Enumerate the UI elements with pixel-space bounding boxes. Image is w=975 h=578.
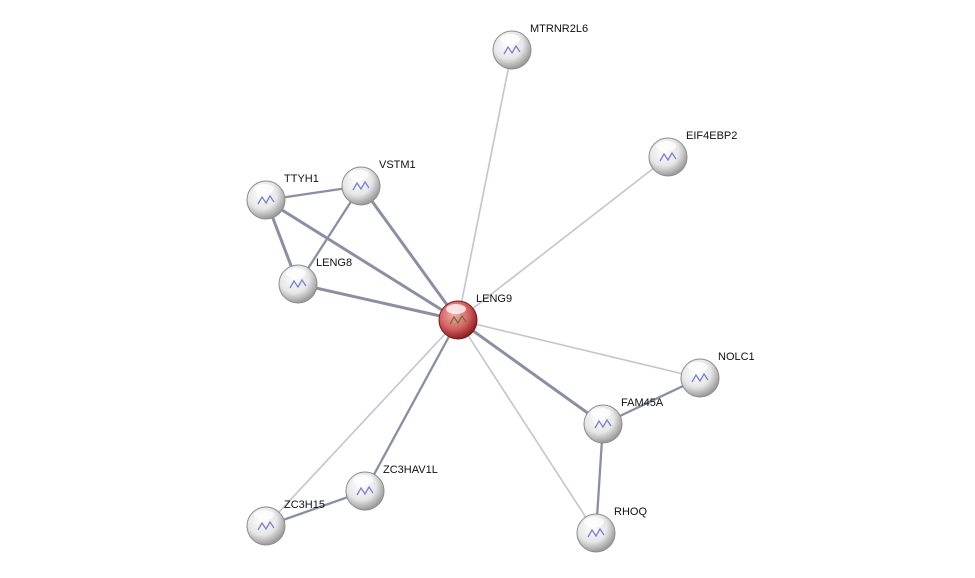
protein-structure-icon — [257, 520, 275, 531]
edge-leng9-rhoq[interactable] — [457, 319, 597, 534]
node-label: MTRNR2L6 — [530, 23, 588, 35]
node-mtrnr2l6[interactable]: MTRNR2L6 — [492, 23, 588, 70]
node-label: ZC3H15 — [284, 499, 325, 511]
highlight — [353, 475, 373, 485]
edge-leng9-zc3h15[interactable] — [265, 319, 459, 527]
node-rhoq[interactable]: RHOQ — [576, 506, 647, 553]
protein-structure-icon — [587, 527, 605, 538]
protein-structure-icon — [356, 485, 374, 496]
protein-structure-icon — [503, 44, 521, 55]
highlight — [254, 510, 274, 520]
node-nolc1[interactable]: NOLC1 — [680, 351, 755, 398]
edge-leng9-fam45a[interactable] — [457, 318, 604, 426]
highlight — [254, 184, 274, 194]
protein-structure-icon — [594, 418, 612, 429]
node-ttyh1[interactable]: TTYH1 — [246, 173, 319, 220]
edge-leng9-mtrnr2l6[interactable] — [457, 49, 513, 321]
edge-leng9-zc3hav1l[interactable] — [363, 319, 460, 492]
node-vstm1[interactable]: VSTM1 — [341, 159, 416, 206]
protein-structure-icon — [659, 151, 677, 162]
edge-leng9-ttyh1[interactable] — [265, 198, 459, 322]
edge-leng9-nolc1[interactable] — [457, 319, 701, 379]
protein-structure-icon — [691, 372, 709, 383]
node-eif4ebp2[interactable]: EIF4EBP2 — [648, 130, 737, 177]
highlight — [349, 170, 369, 180]
node-label: EIF4EBP2 — [686, 130, 737, 142]
node-label: LENG9 — [476, 293, 512, 305]
node-zc3h15[interactable]: ZC3H15 — [246, 499, 325, 546]
node-label: LENG8 — [316, 257, 352, 269]
node-label: FAM45A — [621, 397, 664, 409]
highlight — [584, 517, 604, 527]
highlight — [286, 268, 306, 278]
edge-leng9-vstm1[interactable] — [359, 185, 460, 321]
edge-leng9-leng8[interactable] — [297, 282, 459, 322]
protein-structure-icon — [257, 194, 275, 205]
node-leng8[interactable]: LENG8 — [278, 257, 352, 304]
node-label: VSTM1 — [379, 159, 416, 171]
highlight — [591, 408, 611, 418]
node-fam45a[interactable]: FAM45A — [583, 397, 664, 444]
highlight — [656, 141, 676, 151]
node-label: ZC3HAV1L — [383, 464, 438, 476]
protein-structure-icon — [289, 278, 307, 289]
node-label: NOLC1 — [718, 351, 755, 363]
highlight — [688, 362, 708, 372]
protein-structure-icon — [352, 180, 370, 191]
node-leng9[interactable]: LENG9 — [438, 293, 512, 340]
highlight — [446, 304, 466, 314]
node-label: TTYH1 — [284, 173, 319, 185]
edge-leng9-eif4ebp2[interactable] — [457, 156, 669, 321]
protein-structure-icon — [449, 314, 467, 325]
node-label: RHOQ — [614, 506, 647, 518]
node-zc3hav1l[interactable]: ZC3HAV1L — [345, 464, 438, 511]
highlight — [500, 34, 520, 44]
